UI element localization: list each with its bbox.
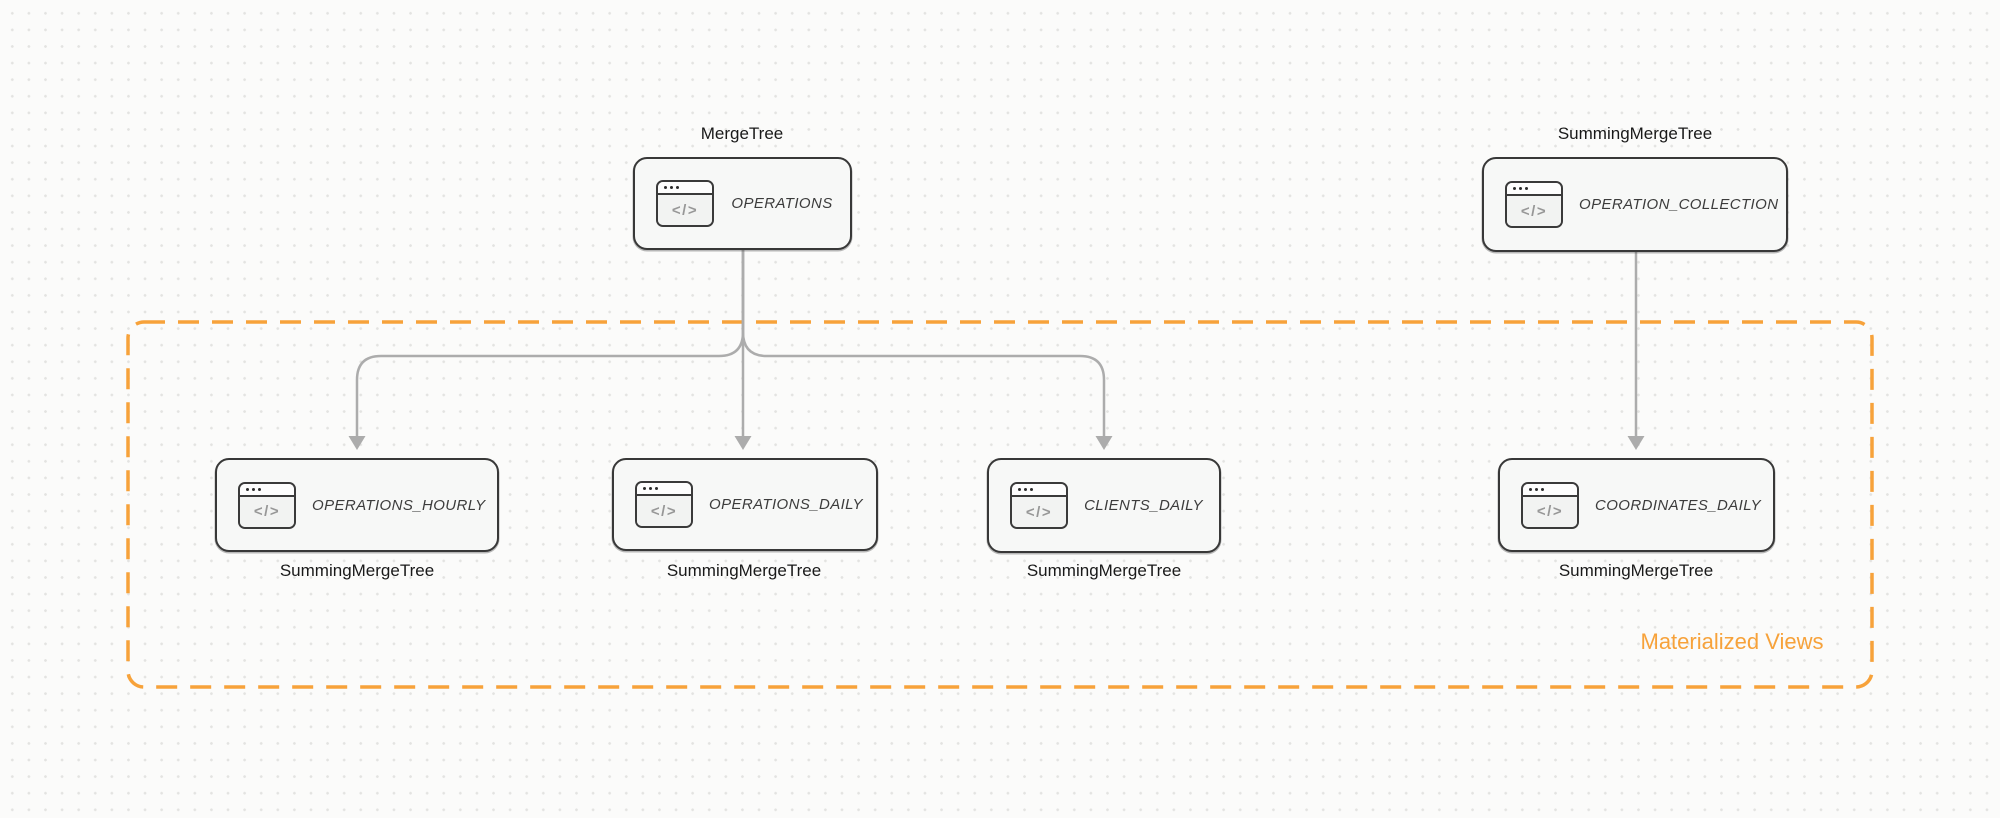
engine-label-operations-daily: SummingMergeTree — [666, 561, 822, 580]
node-operation-collection[interactable]: </> OPERATION_COLLECTION — [1482, 157, 1788, 252]
node-title: OPERATIONS_HOURLY — [312, 496, 486, 514]
window-dots — [240, 483, 294, 497]
window-dots — [1507, 183, 1561, 196]
node-operations-hourly[interactable]: </> OPERATIONS_HOURLY — [215, 458, 499, 552]
node-title: COORDINATES_DAILY — [1595, 496, 1762, 514]
engine-label-operation-collection: SummingMergeTree — [1557, 124, 1713, 143]
engine-label-operations: MergeTree — [700, 124, 784, 143]
window-dots — [1012, 484, 1066, 497]
node-title: OPERATION_COLLECTION — [1579, 196, 1779, 213]
node-title: OPERATIONS — [731, 195, 833, 212]
code-window-icon: </> — [238, 481, 296, 529]
code-glyph: </> — [1523, 496, 1577, 527]
code-window-icon: </> — [1521, 481, 1579, 529]
edge-operations-to-operations-hourly — [355, 248, 745, 439]
code-window-icon: </> — [635, 481, 693, 528]
node-clients-daily[interactable]: </> CLIENTS_DAILY — [987, 458, 1221, 553]
node-operations-daily[interactable]: </> OPERATIONS_DAILY — [612, 458, 878, 551]
code-window-icon: </> — [656, 180, 714, 227]
code-glyph: </> — [1012, 497, 1066, 527]
materialized-views-label: Materialized Views — [1640, 629, 1824, 654]
code-glyph: </> — [240, 496, 294, 527]
node-title: CLIENTS_DAILY — [1084, 497, 1203, 514]
engine-label-clients-daily: SummingMergeTree — [1026, 561, 1182, 580]
materialized-views-boundary — [126, 320, 1874, 689]
engine-label-coordinates-daily: SummingMergeTree — [1558, 561, 1714, 580]
arrowhead-operations-daily — [734, 436, 752, 450]
arrowhead-operations-hourly — [348, 436, 366, 450]
code-glyph: </> — [658, 195, 712, 225]
code-glyph: </> — [637, 496, 691, 526]
window-dots — [637, 483, 691, 496]
node-title: OPERATIONS_DAILY — [709, 496, 863, 513]
node-operations[interactable]: </> OPERATIONS — [633, 157, 852, 250]
node-coordinates-daily[interactable]: </> COORDINATES_DAILY — [1498, 458, 1775, 552]
code-window-icon: </> — [1505, 181, 1563, 228]
window-dots — [1523, 483, 1577, 497]
arrowhead-coordinates-daily — [1627, 436, 1645, 450]
arrowhead-clients-daily — [1095, 436, 1113, 450]
edge-operations-to-clients-daily — [741, 248, 1106, 439]
code-glyph: </> — [1507, 196, 1561, 226]
window-dots — [658, 182, 712, 195]
code-window-icon: </> — [1010, 482, 1068, 529]
engine-label-operations-hourly: SummingMergeTree — [279, 561, 435, 580]
